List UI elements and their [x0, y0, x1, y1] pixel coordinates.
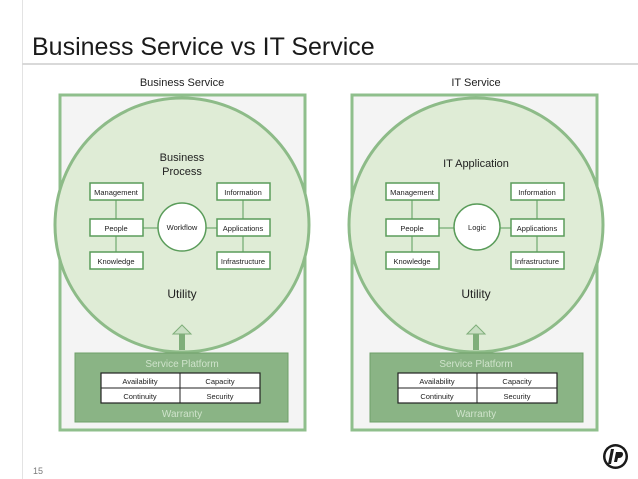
- business-information-box: [216, 182, 271, 201]
- svg-text:Information: Information: [518, 188, 556, 197]
- business-management-box: [89, 182, 144, 201]
- business-people-box: [89, 218, 144, 237]
- it-applications-box: [510, 218, 565, 237]
- svg-text:People: People: [400, 224, 423, 233]
- svg-text:Capacity: Capacity: [502, 377, 531, 386]
- it-information-box: [510, 182, 565, 201]
- business-utility-label: Utility: [167, 287, 196, 301]
- svg-text:Capacity: Capacity: [205, 377, 234, 386]
- svg-text:People: People: [104, 224, 127, 233]
- left-divider-line: [22, 0, 23, 479]
- svg-text:Knowledge: Knowledge: [97, 257, 134, 266]
- svg-text:Infrastructure: Infrastructure: [515, 257, 559, 266]
- svg-text:Management: Management: [94, 188, 139, 197]
- svg-text:Infrastructure: Infrastructure: [221, 257, 265, 266]
- svg-text:Management: Management: [390, 188, 435, 197]
- svg-text:Logic: Logic: [468, 223, 486, 232]
- business-service-panel: Business Service Business Process Manage…: [53, 73, 311, 432]
- slide-title: Business Service vs IT Service: [32, 33, 375, 61]
- svg-text:Applications: Applications: [517, 224, 558, 233]
- svg-text:Availability: Availability: [419, 377, 455, 386]
- left-margin: [0, 0, 22, 479]
- it-warranty-label: Warranty: [456, 409, 496, 420]
- business-center-line1: Business: [160, 152, 205, 164]
- svg-text:Workflow: Workflow: [167, 223, 198, 232]
- it-utility-label: Utility: [461, 287, 490, 301]
- it-knowledge-box: [385, 251, 440, 270]
- svg-text:Security: Security: [206, 392, 233, 401]
- it-infrastructure-box: [510, 251, 565, 270]
- it-platform-title: Service Platform: [439, 359, 512, 370]
- business-applications-box: [216, 218, 271, 237]
- title-underline: [22, 63, 638, 65]
- business-warranty-label: Warranty: [162, 409, 202, 420]
- it-service-heading: IT Service: [451, 77, 500, 89]
- business-platform-title: Service Platform: [145, 359, 218, 370]
- page-number: 15: [33, 466, 44, 476]
- business-infrastructure-box: [216, 251, 271, 270]
- svg-text:Knowledge: Knowledge: [393, 257, 430, 266]
- business-workflow-hub: [157, 202, 207, 252]
- it-management-box: [385, 182, 440, 201]
- business-knowledge-box: [89, 251, 144, 270]
- company-logo-icon: [603, 444, 628, 469]
- svg-text:Availability: Availability: [122, 377, 158, 386]
- svg-text:Continuity: Continuity: [123, 392, 157, 401]
- svg-text:Information: Information: [224, 188, 262, 197]
- business-service-heading: Business Service: [140, 77, 224, 89]
- business-center-line2: Process: [162, 166, 202, 178]
- svg-text:Security: Security: [503, 392, 530, 401]
- it-service-panel: IT Service IT Application Management Peo…: [347, 73, 605, 432]
- it-logic-hub: [453, 203, 501, 251]
- it-center-line1: IT Application: [443, 158, 509, 170]
- svg-text:Continuity: Continuity: [420, 392, 454, 401]
- svg-text:Applications: Applications: [223, 224, 264, 233]
- it-people-box: [385, 218, 440, 237]
